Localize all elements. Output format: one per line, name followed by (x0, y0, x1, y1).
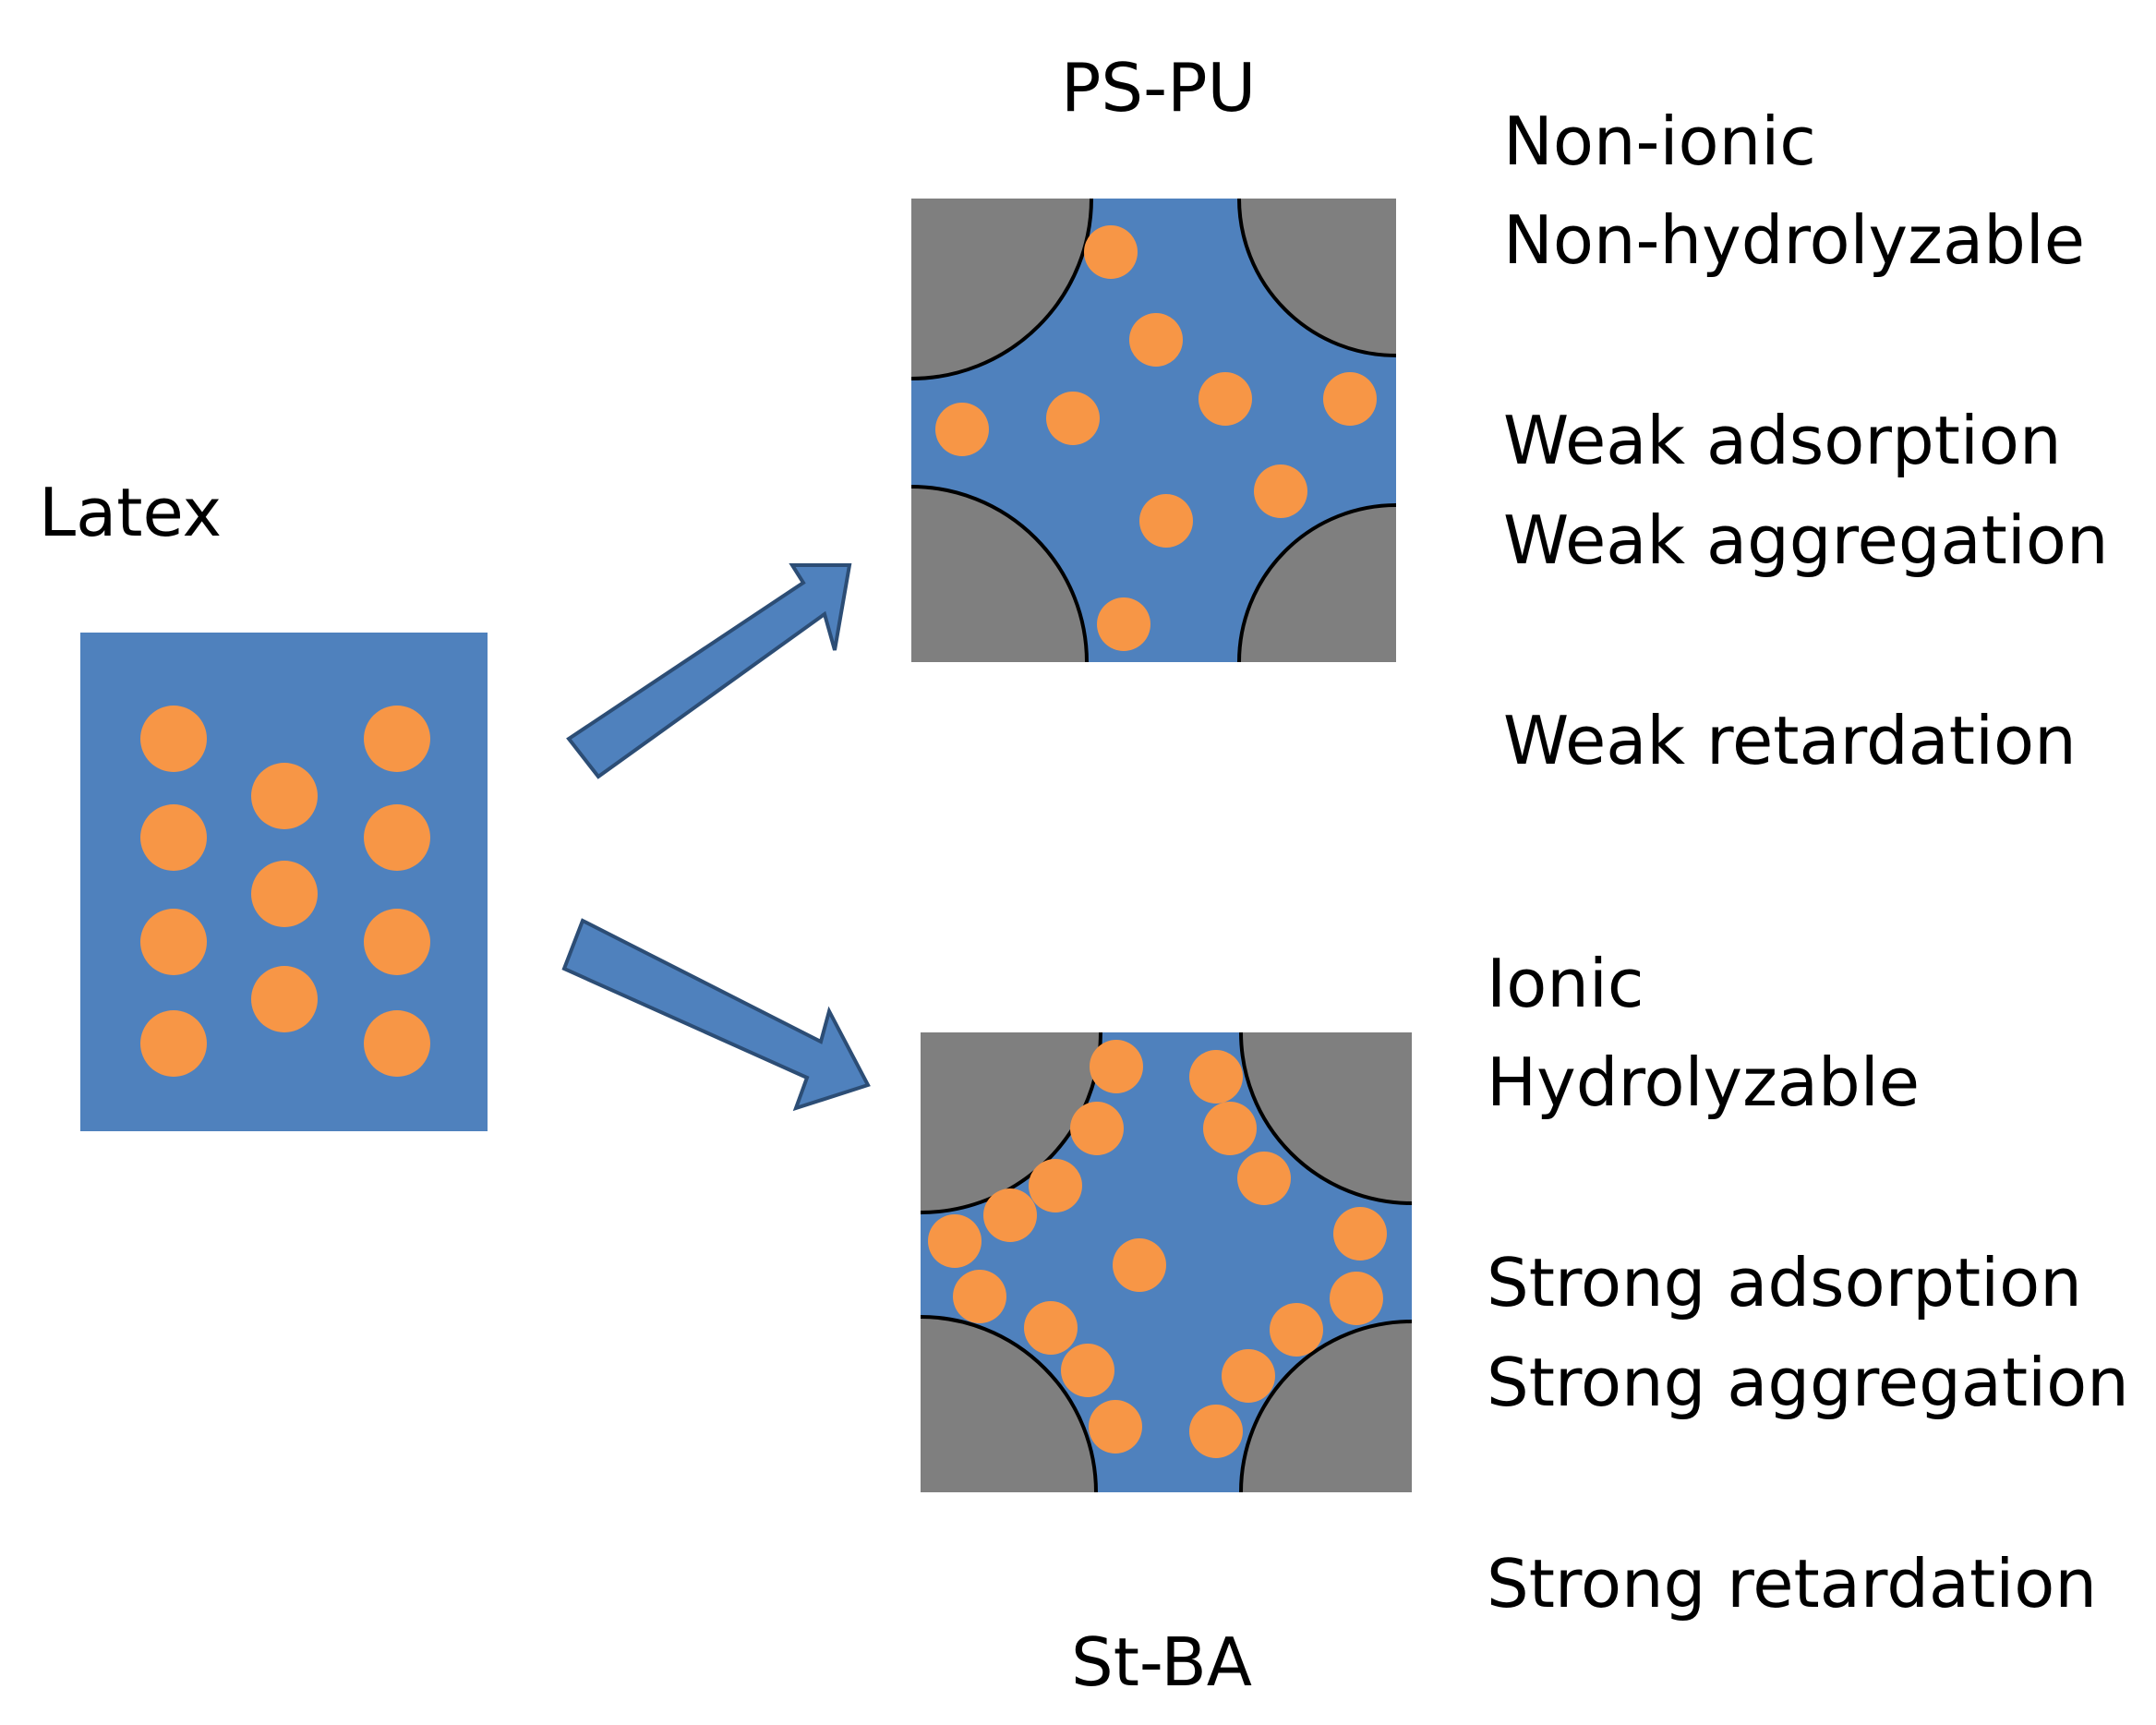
latex-particle (251, 861, 318, 927)
ps-pu-property: Weak aggregation (1503, 501, 2109, 579)
ps-pu-particle (1046, 392, 1100, 445)
st-ba-particle (1270, 1303, 1323, 1357)
latex-particle (140, 909, 207, 975)
st-ba-grains (921, 1032, 1412, 1492)
ps-pu-property: Non-ionic (1503, 103, 1816, 180)
latex-particle (140, 1010, 207, 1077)
st-ba-particle (1029, 1159, 1082, 1212)
st-ba-grain (1239, 1320, 1412, 1492)
st-ba-particles (928, 1040, 1387, 1458)
ps-pu-properties: Non-ionic Non-hydrolyzable Weak adsorpti… (1503, 103, 2109, 779)
latex-particle (364, 804, 430, 871)
latex-box (80, 633, 488, 1131)
st-ba-label: St-BA (1071, 1623, 1252, 1701)
latex-particle (140, 804, 207, 871)
ps-pu-particle (1129, 313, 1183, 367)
latex-particles (140, 706, 430, 1077)
st-ba-particle (1189, 1050, 1243, 1104)
st-ba-particle (1203, 1102, 1257, 1155)
st-ba-particle (1061, 1344, 1114, 1397)
ps-pu-particle (1323, 372, 1377, 426)
latex-particle (364, 909, 430, 975)
st-ba-grain (921, 1032, 1102, 1214)
st-ba-pore (921, 1032, 1412, 1492)
ps-pu-grains (911, 199, 1396, 662)
st-ba-particle (928, 1214, 982, 1268)
latex-label: Latex (39, 474, 222, 551)
st-ba-property: Hydrolyzable (1487, 1043, 1920, 1121)
arrow-down-right (561, 918, 871, 1112)
ps-pu-property: Weak adsorption (1503, 402, 2062, 479)
ps-pu-property: Weak retardation (1503, 702, 2077, 779)
ps-pu-grain (911, 485, 1089, 662)
st-ba-particle (1237, 1152, 1291, 1205)
ps-pu-grain (1237, 503, 1396, 662)
ps-pu-particles (935, 225, 1377, 651)
latex-particle (251, 763, 318, 829)
latex-particle (364, 706, 430, 772)
ps-pu-pore (911, 199, 1396, 662)
ps-pu-particle (1097, 597, 1150, 651)
st-ba-properties: Ionic Hydrolyzable Strong adsorption Str… (1487, 945, 2129, 1622)
st-ba-particle (1222, 1349, 1275, 1403)
st-ba-particle (1090, 1040, 1143, 1093)
st-ba-particle (1330, 1272, 1383, 1325)
ps-pu-grain (1237, 199, 1396, 357)
st-ba-grain (1239, 1032, 1412, 1205)
ps-pu-particle (1254, 464, 1307, 518)
st-ba-particle (1089, 1400, 1142, 1454)
st-ba-particle (1070, 1102, 1124, 1155)
ps-pu-particle (1198, 372, 1252, 426)
st-ba-particle (953, 1270, 1006, 1323)
st-ba-particle (1189, 1405, 1243, 1458)
st-ba-property: Strong aggregation (1487, 1344, 2129, 1421)
ps-pu-label: PS-PU (1061, 49, 1256, 127)
st-ba-particle (983, 1188, 1037, 1242)
ps-pu-particle (935, 403, 989, 456)
arrow-up-right (566, 563, 852, 779)
latex-particle (140, 706, 207, 772)
ps-pu-property: Non-hydrolyzable (1503, 201, 2085, 279)
st-ba-particle (1113, 1238, 1166, 1292)
st-ba-particle (1024, 1301, 1078, 1355)
latex-particle (251, 966, 318, 1032)
st-ba-particle (1333, 1207, 1387, 1261)
ps-pu-particle (1139, 494, 1193, 548)
ps-pu-grain (911, 199, 1093, 380)
ps-pu-particle (1084, 225, 1138, 279)
latex-particle (364, 1010, 430, 1077)
st-ba-property: Strong adsorption (1487, 1244, 2082, 1321)
st-ba-property: Ionic (1487, 945, 1644, 1022)
st-ba-grain (921, 1315, 1098, 1492)
st-ba-property: Strong retardation (1487, 1545, 2097, 1622)
